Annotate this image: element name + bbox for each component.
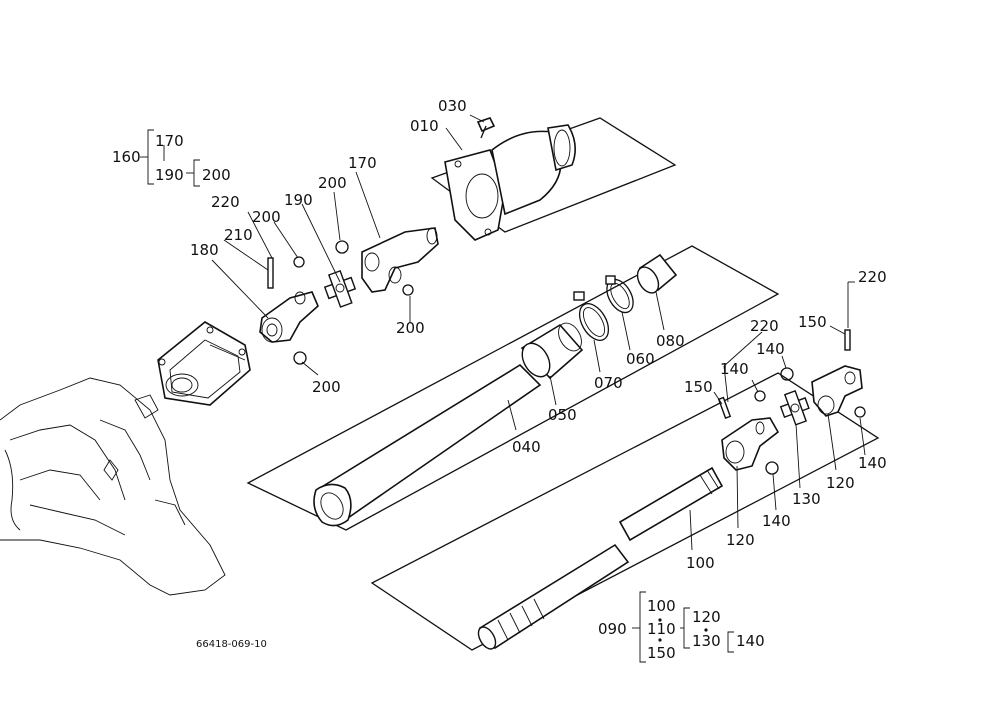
label-040: 040 (512, 438, 541, 456)
label-190: 190 (284, 191, 313, 209)
label-130-group: 130 (692, 632, 721, 650)
label-220-lower: 220 (750, 317, 779, 335)
transmission-housing (0, 377, 226, 596)
label-160: 160 (112, 148, 141, 166)
pin-210 (267, 257, 274, 289)
label-170: 170 (348, 154, 377, 172)
circlips-140 (754, 367, 866, 475)
collar-080 (636, 253, 678, 294)
label-170-group: 170 (155, 132, 184, 150)
label-140-right: 140 (858, 454, 887, 472)
shaft-100 (477, 466, 724, 650)
label-120-group: 120 (692, 608, 721, 626)
label-100-group: 100 (647, 597, 676, 615)
label-150-left: 150 (684, 378, 713, 396)
assembly-brackets (140, 129, 734, 663)
label-010: 010 (410, 117, 439, 135)
label-140-mid: 140 (720, 360, 749, 378)
lower-frame (370, 372, 880, 651)
label-200-lower: 200 (312, 378, 341, 396)
label-080: 080 (656, 332, 685, 350)
label-190-group: 190 (155, 166, 184, 184)
label-150-group: 150 (647, 644, 676, 662)
yoke-120-upper (811, 365, 863, 417)
tube-040 (313, 363, 542, 527)
label-220-right: 220 (858, 268, 887, 286)
yoke-170 (361, 227, 439, 293)
label-090: 090 (598, 620, 627, 638)
label-150-right: 150 (798, 313, 827, 331)
figure-code: 66418-069-10 (196, 639, 267, 650)
bolt-030 (476, 117, 496, 139)
label-050: 050 (548, 406, 577, 424)
band-060 (605, 275, 634, 314)
label-100: 100 (686, 554, 715, 572)
label-200-right: 200 (396, 319, 425, 337)
label-060: 060 (626, 350, 655, 368)
yoke-120-lower (721, 417, 780, 471)
boot-050 (520, 322, 584, 380)
label-140-group: 140 (736, 632, 765, 650)
label-070: 070 (594, 374, 623, 392)
label-210: 210 (224, 226, 253, 244)
label-110-group: 110 (647, 620, 676, 638)
label-120-lower: 120 (726, 531, 755, 549)
label-140-lower: 140 (762, 512, 791, 530)
yoke-180 (259, 291, 319, 343)
label-120-upper: 120 (826, 474, 855, 492)
label-200-upper-left: 200 (252, 208, 281, 226)
spider-190 (323, 270, 357, 308)
label-130: 130 (792, 490, 821, 508)
label-220-upper: 220 (211, 193, 240, 211)
label-180: 180 (190, 241, 219, 259)
leader-lines (211, 114, 866, 551)
circlips-200 (293, 240, 414, 365)
label-200-group: 200 (202, 166, 231, 184)
label-200-upper: 200 (318, 174, 347, 192)
label-030: 030 (438, 97, 467, 115)
middle-frame (246, 245, 780, 531)
spider-130 (779, 390, 810, 426)
label-140-upper: 140 (756, 340, 785, 358)
band-070 (573, 291, 610, 341)
cover-010 (444, 124, 576, 241)
part-labels: 030 010 160 170 190 200 220 200 210 190 … (112, 97, 887, 662)
flange-housing (157, 321, 251, 406)
